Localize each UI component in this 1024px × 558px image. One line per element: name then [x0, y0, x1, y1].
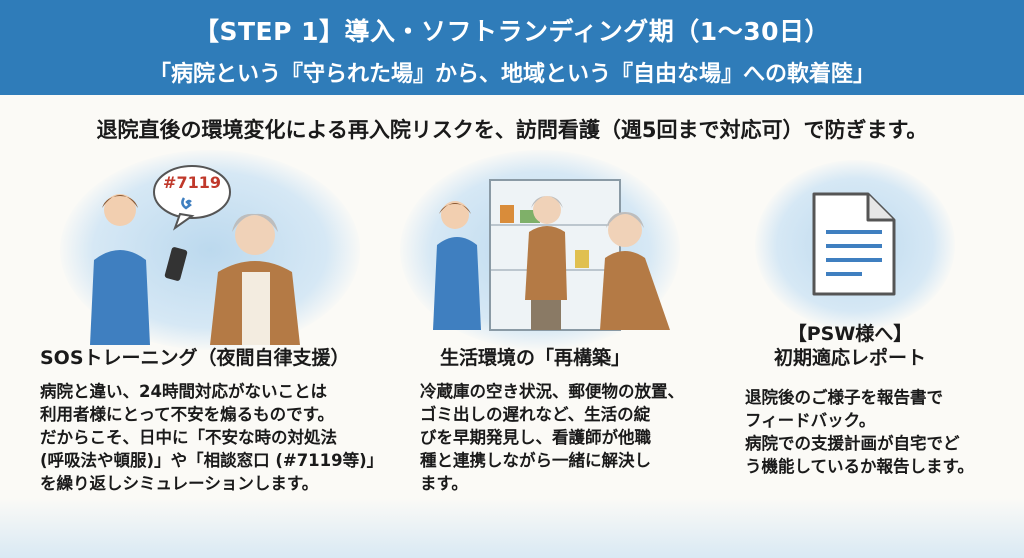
column-body: 退院後のご様子を報告書で フィードバック。 病院での支援計画が自宅でど う機能し…: [745, 388, 974, 476]
page-subtitle: 「病院という『守られた場』から、地域という『自由な場』への軟着陸」: [148, 62, 875, 87]
header-banner: 【STEP 1】導入・ソフトランディング期（1〜30日） 「病院という『守られた…: [0, 0, 1024, 95]
page-title: 【STEP 1】導入・ソフトランディング期（1〜30日）: [194, 17, 830, 46]
column-psw-report: 【PSW様へ】 初期適応レポート 退院後のご様子を報告書で フィードバック。 病…: [745, 322, 1005, 478]
bubble-text: #7119: [163, 173, 221, 192]
watercolor-footer: [0, 498, 1024, 558]
column-body: 病院と違い、24時間対応がないことは 利用者様にとって不安を煽るものです。 だか…: [40, 382, 384, 493]
column-living-environment: 生活環境の「再構築」 冷蔵庫の空き状況、郵便物の放置、 ゴミ出しの遅れなど、生活…: [420, 346, 730, 495]
column-body: 冷蔵庫の空き状況、郵便物の放置、 ゴミ出しの遅れなど、生活の綻 びを早期発見し、…: [420, 382, 684, 493]
column-heading: SOSトレーニング（夜間自律支援）: [40, 347, 350, 369]
column-heading: 生活環境の「再構築」: [440, 347, 631, 369]
nurse-phone-illustration: #7119: [90, 165, 300, 345]
document-icon: [812, 192, 896, 296]
phone-icon: [181, 197, 192, 210]
column-heading-line2: 初期適応レポート: [773, 347, 926, 369]
lead-text: 退院直後の環境変化による再入院リスクを、訪問看護（週5回まで対応可）で防ぎます。: [96, 118, 928, 142]
fridge-illustration: [433, 179, 670, 331]
column-heading-line1: 【PSW様へ】: [787, 323, 913, 345]
column-sos-training: SOSトレーニング（夜間自律支援） 病院と違い、24時間対応がないことは 利用者…: [40, 346, 400, 495]
